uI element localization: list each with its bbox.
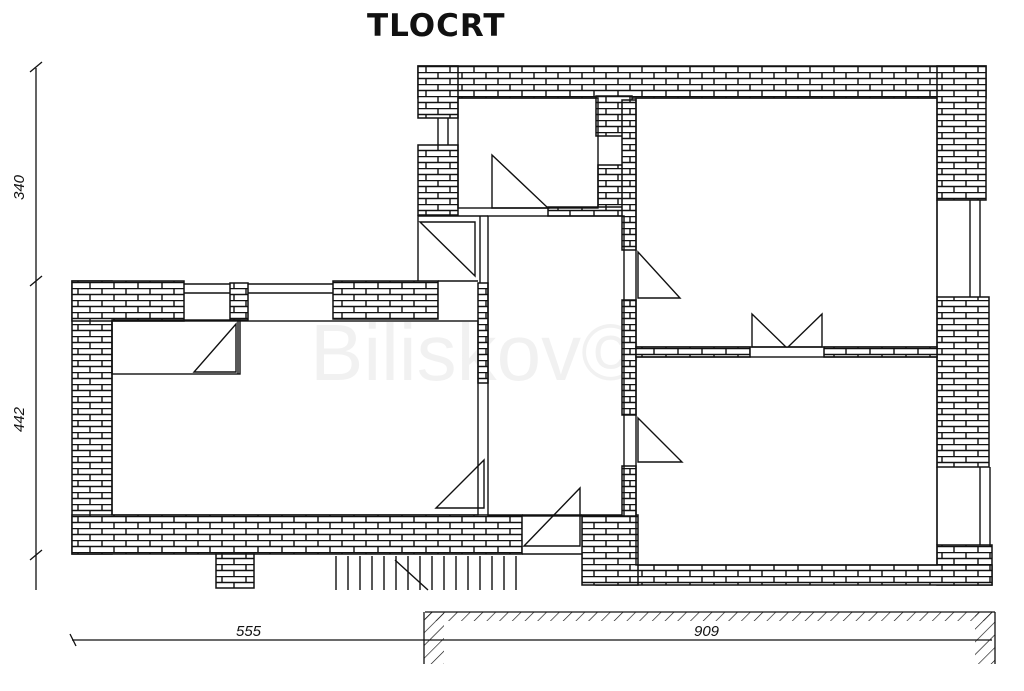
wall-top-north [417,65,987,99]
wall-top-west-a [417,65,459,119]
dim-horizontal-right: 909 [694,623,720,640]
door-small-room [491,153,550,209]
plan-title: TLOCRT [367,8,506,44]
watermark-text: Biliskov© [310,308,640,397]
door-double-left [751,312,788,348]
doors [192,153,823,547]
dim-vertical-bottom: 442 [11,406,28,432]
dim-vertical-top: 340 [11,174,28,200]
dimension-lines [29,61,996,664]
wall-top-east-b [936,296,990,468]
door-corridor-top [418,221,476,278]
wall-left-wing-north-a [71,280,185,322]
wall-bottom-southwest [581,514,639,586]
wall-left-wing-north-pier [229,282,249,321]
door-room-top-right [637,250,682,299]
wall-top-west-b [417,144,459,216]
wall-left-wing-north-b [332,280,439,320]
wall-corridor-east-pier [477,282,489,384]
wall-mid-horizontal-a [635,346,751,358]
entrance-stairs [335,556,517,591]
wall-mid-horizontal-b [823,346,938,358]
door-left-wing [434,458,485,509]
wall-bottom-south [595,564,993,586]
door-closet [192,322,237,373]
wall-left-wing-south [71,514,523,555]
door-double-right [786,312,823,348]
wall-left-wing-west [71,280,113,555]
dim-horizontal-left: 555 [236,623,262,640]
brick-walls [71,65,993,589]
door-room-bottom-right [637,416,684,463]
wall-top-east-a [936,65,987,201]
door-entrance [522,486,581,547]
wall-stair-pier-left [215,553,255,589]
